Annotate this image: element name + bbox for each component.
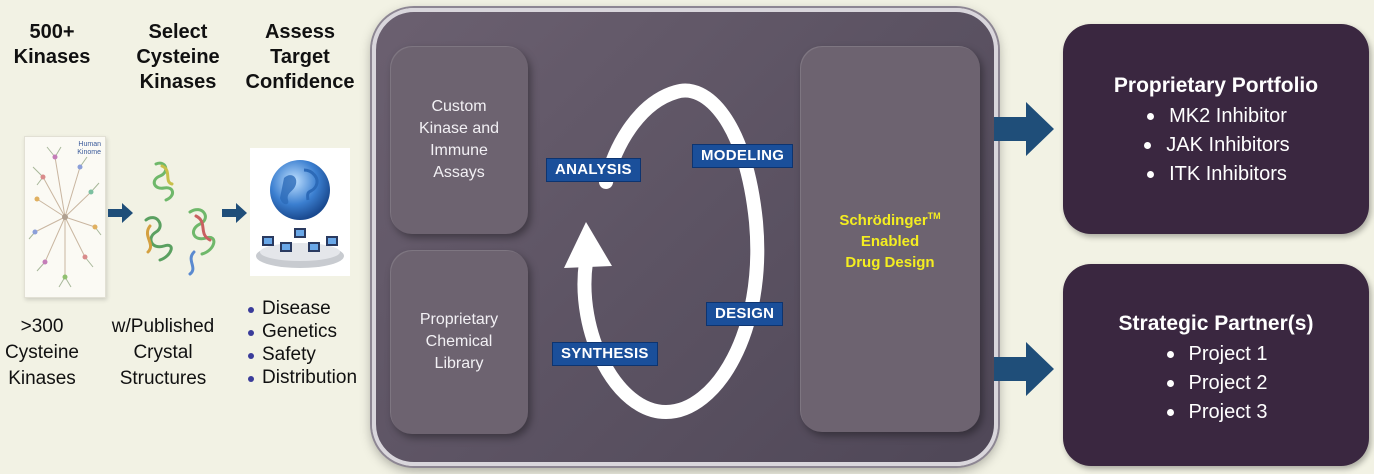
design-label: DESIGN [706,302,784,326]
small-arrow-2-icon [222,203,247,223]
drug-design-line3: Drug Design [845,253,935,271]
heading-assess-target: Assess Target Confidence [245,21,355,93]
kinome-label-line1: Human [78,141,101,148]
kinome-tree-image: Human Kinome [24,136,106,298]
globe-network-graphic [256,160,344,268]
design-cycle-arrow-icon [564,83,765,420]
kinome-tree-graphic [28,146,102,288]
kinome-image-label: Human Kinome [77,141,101,157]
list-item: Safety [244,343,372,366]
arrow-to-portfolio-icon [994,102,1054,156]
analysis-label: ANALYSIS [546,158,641,182]
drug-design-line1: SchrödingerTM [839,206,940,231]
protein-structures-image [136,156,222,282]
strategic-partners-box: Strategic Partner(s) Project 1 Project 2… [1063,264,1369,466]
portfolio-list: MK2 Inhibitor JAK Inhibitors ITK Inhibit… [1063,102,1369,189]
list-item: Genetics [244,320,372,343]
proprietary-portfolio-box: Proprietary Portfolio MK2 Inhibitor JAK … [1063,24,1369,234]
modeling-label: MODELING [692,144,794,168]
globe-network-image [250,148,350,276]
list-item: ITK Inhibitors [1145,160,1287,189]
custom-assays-box: Custom Kinase and Immune Assays [390,46,528,234]
list-item: Project 2 [1165,369,1267,398]
kinome-label-line2: Kinome [77,149,101,156]
list-item: Distribution [244,366,372,389]
list-item: MK2 Inhibitor [1145,102,1287,131]
list-item: Project 1 [1165,340,1267,369]
portfolio-title: Proprietary Portfolio [1113,74,1319,97]
list-item: JAK Inhibitors [1142,131,1290,160]
trademark-label: TM [927,210,941,221]
drug-design-box: SchrödingerTM Enabled Drug Design [800,46,980,432]
discovery-engine-panel: Custom Kinase and Immune Assays Propriet… [372,8,998,466]
heading-kinases: 500+ Kinases [13,21,91,68]
list-item: Project 3 [1165,398,1267,427]
small-arrow-1-icon [108,203,133,223]
partners-list: Project 1 Project 2 Project 3 [1063,340,1369,427]
footer-published-structures: w/Published Crystal Structures [111,316,215,389]
partners-title: Strategic Partner(s) [1118,312,1314,335]
footer-cysteine-kinases: >300 Cysteine Kinases [5,316,79,389]
heading-select-cysteine: Select Cysteine Kinases [136,21,220,93]
target-confidence-list: Disease Genetics Safety Distribution [244,297,372,389]
arrow-to-partners-icon [994,342,1054,396]
synthesis-label: SYNTHESIS [552,342,658,366]
drug-design-text: SchrödingerTM Enabled Drug Design [839,206,940,273]
schrodinger-label: Schrödinger [839,211,928,229]
chemical-library-box: Proprietary Chemical Library [390,250,528,434]
drug-design-line2: Enabled [860,232,920,250]
list-item: Disease [244,297,372,320]
protein-ribbon-graphic [144,161,216,276]
